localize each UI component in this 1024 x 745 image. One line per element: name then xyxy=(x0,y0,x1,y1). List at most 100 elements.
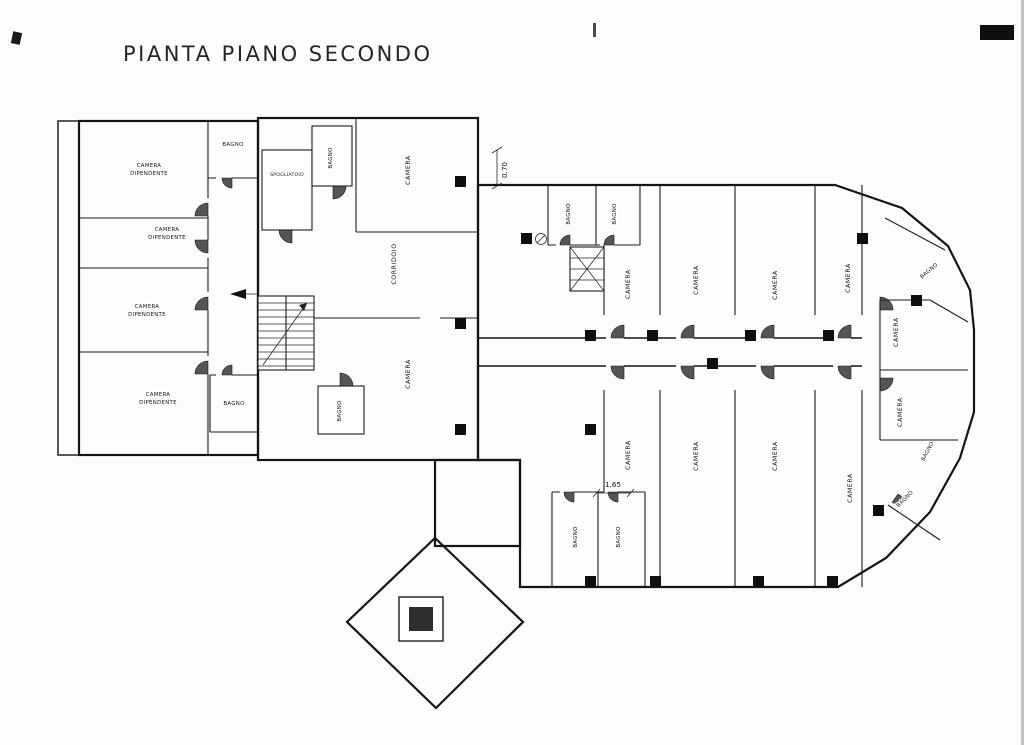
room-label-camera: CAMERA xyxy=(772,441,779,471)
room-label-bagno: BAGNO xyxy=(616,526,622,547)
room-label-bagno: BAGNO xyxy=(222,142,243,148)
room-label-camera: CAMERA xyxy=(772,270,779,300)
room-label-camera-dipendente: DIPENDENTE xyxy=(139,400,177,406)
door-swing xyxy=(680,365,695,380)
door-swing xyxy=(221,364,233,376)
column xyxy=(823,330,834,341)
room-label-bagno: BAGNO xyxy=(920,441,935,463)
room-label-camera: CAMERA xyxy=(405,155,412,185)
door-swing xyxy=(194,360,209,375)
door-swing xyxy=(680,324,695,339)
column xyxy=(455,318,466,329)
central-partitions xyxy=(314,118,478,319)
room-label-camera: CAMERA xyxy=(405,359,412,389)
room-label-camera-dipendente: CAMERA xyxy=(137,163,162,169)
room-label-bagno: BAGNO xyxy=(337,400,343,421)
column xyxy=(745,330,756,341)
stair-direction-line xyxy=(262,302,308,366)
column-symbol xyxy=(535,233,547,245)
door-swing xyxy=(837,365,852,380)
dimension-annotations: 0.70 1.65 xyxy=(491,146,635,498)
stairwell xyxy=(257,295,315,371)
scan-mark-top-left xyxy=(10,31,23,45)
column xyxy=(585,576,596,587)
room-labels: CAMERA DIPENDENTE CAMERA DIPENDENTE CAME… xyxy=(127,141,941,549)
room-label-camera-dipendente: CAMERA xyxy=(146,392,171,398)
structural-columns xyxy=(455,176,922,587)
room-label-camera: CAMERA xyxy=(897,397,904,427)
room-label-camera: CAMERA xyxy=(625,440,632,470)
column xyxy=(873,505,884,516)
elevator-cab xyxy=(409,607,433,631)
door-swing xyxy=(194,239,209,254)
door-swing xyxy=(760,324,775,339)
bathroom-room xyxy=(317,385,365,435)
column xyxy=(857,233,868,244)
entrance-arrow-icon xyxy=(230,289,246,299)
room-label-camera: CAMERA xyxy=(893,317,900,347)
door-swing xyxy=(837,324,852,339)
room-label-camera: CAMERA xyxy=(693,265,700,295)
column xyxy=(707,358,718,369)
dim-line-horizontal xyxy=(592,488,635,498)
column-symbol-slash xyxy=(536,234,546,244)
room-label-camera: CAMERA xyxy=(625,269,632,299)
door-swing xyxy=(194,202,209,217)
scan-mark-top-right xyxy=(980,25,1014,40)
column xyxy=(911,295,922,306)
door-swing xyxy=(610,324,625,339)
room-label-corridoio: CORRIDOIO xyxy=(391,243,398,284)
door-swing xyxy=(563,491,575,503)
door-swing xyxy=(332,185,347,200)
spogliatoio-room xyxy=(261,149,313,231)
bathroom-room xyxy=(311,125,353,187)
scan-mark-top-center xyxy=(593,23,596,37)
door-swing xyxy=(559,234,571,246)
door-swing xyxy=(278,229,293,244)
column xyxy=(585,330,596,341)
room-label-camera: CAMERA xyxy=(845,263,852,293)
dimension-label: 1.65 xyxy=(605,480,621,489)
room-label-bagno: BAGNO xyxy=(573,526,579,547)
elevator-shaft xyxy=(398,596,444,642)
room-label-camera: CAMERA xyxy=(693,441,700,471)
column xyxy=(650,576,661,587)
room-label-camera-dipendente: DIPENDENTE xyxy=(130,171,168,177)
room-label-bagno: BAGNO xyxy=(612,203,618,224)
plan-title: PIANTA PIANO SECONDO xyxy=(123,42,433,66)
room-label-bagno: BAGNO xyxy=(328,147,334,168)
room-label-camera-dipendente: CAMERA xyxy=(155,227,180,233)
stair-arrow-icon xyxy=(299,303,307,311)
dim-line-vertical xyxy=(491,146,503,190)
door-swing xyxy=(610,365,625,380)
door-swing xyxy=(879,296,894,311)
balcony-strip xyxy=(57,120,80,456)
door-swing xyxy=(221,177,233,189)
south-annex xyxy=(345,458,525,710)
door-swing xyxy=(879,377,894,392)
column xyxy=(753,576,764,587)
annex-diamond-outline xyxy=(345,536,525,710)
right-wing xyxy=(476,183,976,589)
left-wing-partitions xyxy=(79,121,257,455)
corridor-walls xyxy=(478,337,862,367)
column xyxy=(585,424,596,435)
room-label-bagno: BAGNO xyxy=(223,401,244,407)
room-label-camera-dipendente: CAMERA xyxy=(135,304,160,310)
door-swing xyxy=(760,365,775,380)
scan-artifacts xyxy=(10,0,1024,745)
room-label-camera: CAMERA xyxy=(847,473,854,503)
column xyxy=(647,330,658,341)
column xyxy=(455,176,466,187)
dimension-label: 0.70 xyxy=(500,162,509,178)
room-label-bagno: BAGNO xyxy=(566,203,572,224)
door-swing xyxy=(194,296,209,311)
annex-connector xyxy=(433,458,522,548)
door-swing xyxy=(339,372,354,387)
room-label-bagno: BAGNO xyxy=(919,262,939,280)
door-swing xyxy=(603,234,615,246)
room-label-camera-dipendente: DIPENDENTE xyxy=(128,312,166,318)
room-label-camera-dipendente: DIPENDENTE xyxy=(148,235,186,241)
